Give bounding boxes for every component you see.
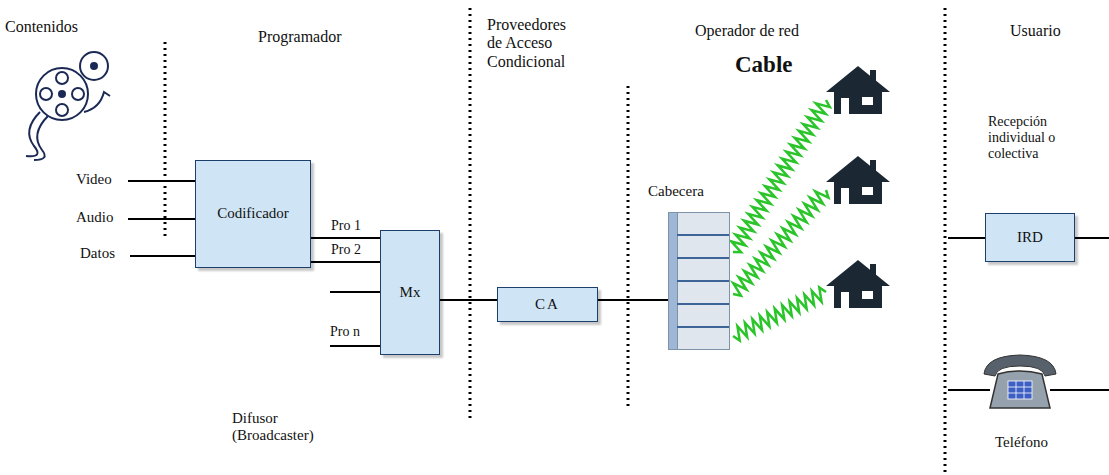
device-name: Teléfono <box>995 434 1048 451</box>
house-icon <box>826 156 890 204</box>
program-wire <box>330 345 380 347</box>
rack-shelf <box>677 303 729 305</box>
signal-name: Video <box>76 171 112 188</box>
phone-wire <box>1050 389 1109 391</box>
video-wire <box>128 180 195 182</box>
film-strip <box>84 92 110 112</box>
phone-keypad-line <box>1024 381 1025 399</box>
phone-keypad-line <box>1008 387 1032 388</box>
column-heading: Usuario <box>1010 22 1061 40</box>
phone-keypad-line <box>1008 393 1032 394</box>
phone-keypad-line <box>1016 381 1017 399</box>
cable-springs <box>731 100 830 341</box>
film-reel-illustration <box>26 52 110 160</box>
box-label: Mx <box>400 284 421 301</box>
reel-hub <box>59 91 65 97</box>
signal-connector <box>311 261 380 263</box>
separator-line <box>469 8 472 418</box>
signal-connector <box>311 237 380 239</box>
box-label: IRD <box>1017 229 1043 246</box>
rack-drawing <box>668 212 730 350</box>
network-type: Cable <box>735 52 793 78</box>
encoder-box: Codificador <box>195 160 311 268</box>
rack-shelf <box>677 234 729 236</box>
phone-wire <box>948 389 990 391</box>
signal-name: Audio <box>76 209 114 226</box>
phone-handset <box>984 355 1056 376</box>
reel-hub <box>91 63 97 69</box>
reel-hole <box>72 88 84 100</box>
column-heading: Proveedores de Acceso Condicional <box>487 16 583 71</box>
box-label: CA <box>535 296 560 313</box>
reel <box>36 68 88 120</box>
rack-shelf <box>677 280 729 282</box>
program-wire <box>330 291 380 293</box>
cable-spring <box>731 100 830 252</box>
rack-frame <box>669 213 730 350</box>
film-strip <box>34 116 48 160</box>
program-name: Pro 2 <box>330 242 362 258</box>
cable-spring <box>733 190 828 296</box>
cable-spring <box>733 287 826 340</box>
separator-line <box>164 42 167 236</box>
role-label: Difusor (Broadcaster) <box>232 410 344 445</box>
telephone-icon <box>984 355 1056 408</box>
house-icon <box>826 66 890 114</box>
audio-wire <box>128 218 195 220</box>
phone-body <box>990 371 1050 408</box>
rack-shelf <box>677 326 729 328</box>
reel-hole <box>40 88 52 100</box>
signal-connector <box>598 299 668 301</box>
box-label: Codificador <box>217 205 289 222</box>
program-name: Pro n <box>330 324 360 340</box>
program-name: Pro 1 <box>330 218 362 234</box>
reel-hole <box>56 72 68 84</box>
receiver-wire <box>948 237 985 239</box>
houses <box>826 66 890 308</box>
headend-rack: Cabecera <box>668 212 730 350</box>
separator-line <box>627 86 630 410</box>
note-text: Recepción individual o colectiva <box>988 114 1080 162</box>
receiver-box: IRD <box>985 213 1075 262</box>
node-heading: Cabecera <box>648 183 704 200</box>
house-icon <box>826 260 890 308</box>
conditional-access-box: CA <box>497 287 598 322</box>
separator-line <box>944 8 947 475</box>
phone-keypad <box>1008 381 1032 399</box>
column-heading: Operador de red <box>695 22 799 40</box>
rack-shelf <box>677 257 729 259</box>
separator-lines <box>165 8 945 475</box>
reel <box>80 52 108 80</box>
signal-connector <box>440 299 497 301</box>
data-wire <box>130 255 195 257</box>
column-heading: Programador <box>258 28 342 46</box>
multiplexer-box: Mx <box>380 230 440 355</box>
column-heading: Contenidos <box>5 18 78 36</box>
signal-name: Datos <box>80 245 115 262</box>
reel-hole <box>56 104 68 116</box>
receiver-wire <box>1075 237 1109 239</box>
rack-side <box>669 213 678 350</box>
